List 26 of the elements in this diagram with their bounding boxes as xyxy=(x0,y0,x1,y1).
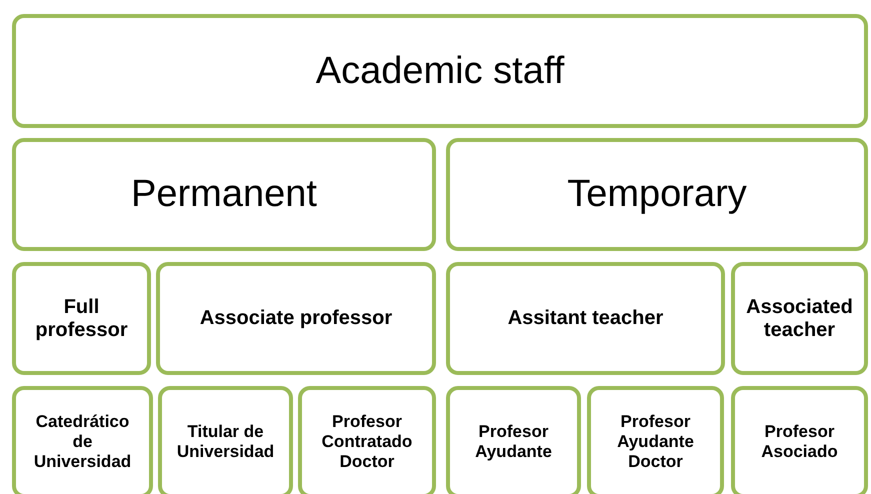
role-box xyxy=(12,262,151,375)
role-box xyxy=(731,262,868,375)
role-label: Associate professor xyxy=(200,307,392,330)
role-label: Catedrático de Universidad xyxy=(32,412,132,472)
category-label: Temporary xyxy=(567,173,747,216)
role-box xyxy=(446,262,725,375)
category-box xyxy=(12,14,868,128)
role-label: Profesor Contratado Doctor xyxy=(320,412,414,472)
category-box xyxy=(446,138,868,251)
role-box xyxy=(298,386,436,494)
role-label: Profesor Ayudante xyxy=(474,422,553,462)
category-box xyxy=(12,138,436,251)
role-box xyxy=(446,386,581,494)
role-label: Profesor Ayudante Doctor xyxy=(616,412,695,472)
role-label: Profesor Asociado xyxy=(760,422,839,462)
role-label: Assitant teacher xyxy=(508,307,664,330)
role-box xyxy=(12,386,153,494)
role-box xyxy=(158,386,293,494)
role-label: Titular de Universidad xyxy=(176,422,276,462)
category-label: Permanent xyxy=(131,173,317,216)
role-box xyxy=(731,386,868,494)
role-box xyxy=(587,386,724,494)
role-label: Full professor xyxy=(34,296,129,342)
role-box xyxy=(156,262,436,375)
role-label: Associated teacher xyxy=(745,296,854,342)
category-label: Academic staff xyxy=(316,50,564,92)
